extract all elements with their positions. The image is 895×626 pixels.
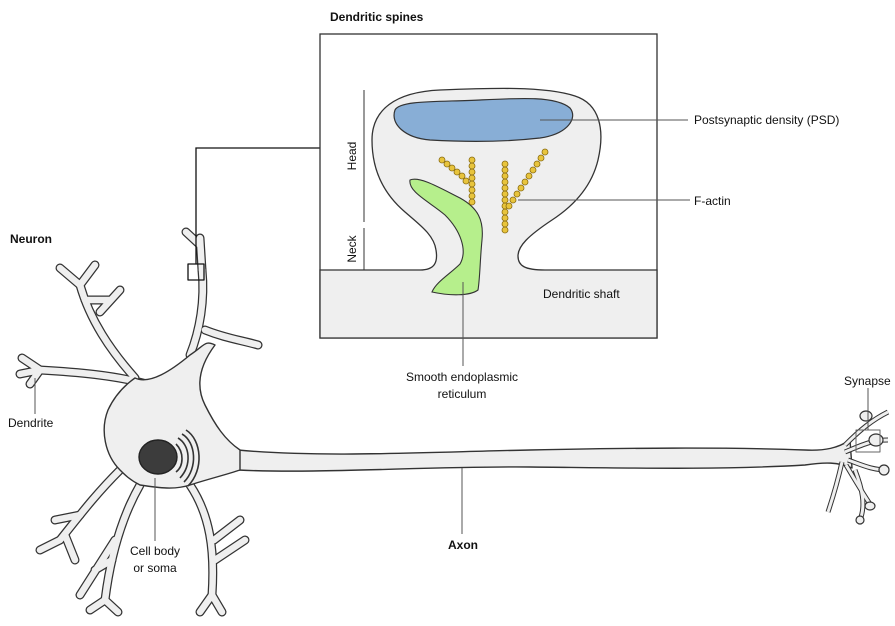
axon-terminals [828, 412, 888, 520]
psd-label: Postsynaptic density (PSD) [694, 113, 839, 127]
soma-label-line1: Cell body [130, 544, 180, 558]
neuron-title: Neuron [10, 232, 52, 246]
ser-label-line1: Smooth endoplasmic [406, 370, 518, 384]
neck-label: Neck [345, 234, 359, 262]
inset-title: Dendritic spines [330, 10, 424, 24]
synapse-label: Synapse [844, 374, 891, 388]
nucleus [139, 440, 177, 474]
axon-label: Axon [448, 538, 478, 552]
dendritic-spine-inset: Head Neck [320, 34, 690, 366]
f-actin-label: F-actin [694, 194, 731, 208]
head-label: Head [345, 142, 359, 171]
axon [238, 440, 852, 471]
dendritic-shaft-label: Dendritic shaft [543, 287, 620, 301]
dendrite-label: Dendrite [8, 416, 54, 430]
soma-label-line2: or soma [133, 561, 177, 575]
ser-label-line2: reticulum [438, 387, 487, 401]
zoom-connector-line [196, 148, 320, 264]
